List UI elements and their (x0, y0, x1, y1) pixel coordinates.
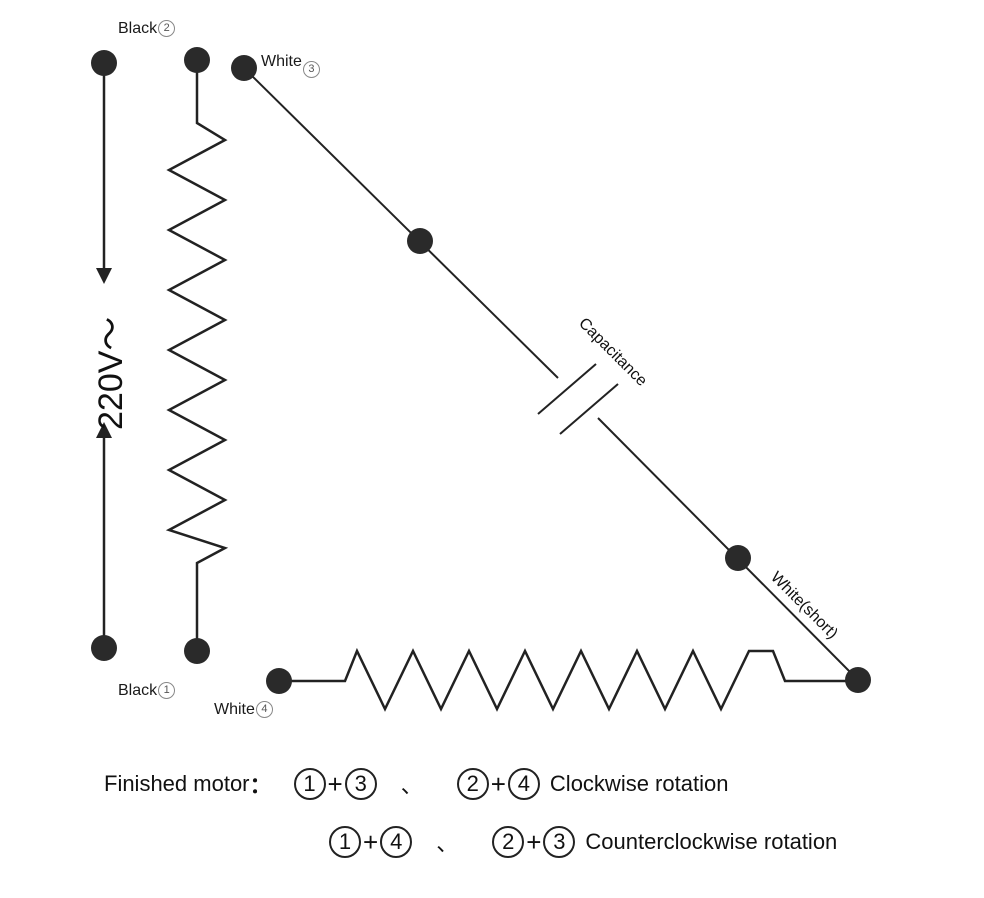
legend-row2-separator: 、 (436, 831, 459, 856)
terminal-label-white4-text: White (214, 701, 255, 718)
capacitor-plate-1 (537, 363, 597, 415)
legend-colon: ： (249, 773, 272, 798)
terminal-dot-white3 (231, 55, 257, 81)
diagonal-wire-upper (243, 67, 559, 379)
legend-row2-num-c: 2 (492, 826, 525, 858)
capacitor-plate-2 (559, 383, 619, 435)
legend-row2-num-b: 4 (380, 826, 413, 858)
terminal-number-2: 2 (158, 20, 176, 38)
capacitance-label: Capacitance (575, 315, 650, 390)
legend-row1-plus-2: + (490, 768, 506, 799)
legend-title: Finished motor (104, 771, 250, 796)
terminal-label-white3-text: White (261, 53, 302, 70)
white-short-label: White(short) (767, 569, 841, 643)
terminal-label-black2-text: Black (118, 20, 158, 37)
legend-row1-num-c: 2 (456, 768, 489, 800)
terminal-number-3: 3 (302, 61, 320, 79)
legend-row2-plus-1: + (363, 826, 379, 857)
voltage-label: 220V～ (92, 317, 130, 430)
terminal-dot-black2 (184, 47, 210, 73)
horizontal-winding (279, 647, 858, 712)
diagonal-wire-lower (597, 417, 859, 681)
terminal-number-4: 4 (255, 701, 273, 719)
junction-dot-upper (407, 228, 433, 254)
legend-row1-separator: 、 (400, 773, 423, 798)
terminal-dot-voltage-top (91, 50, 117, 76)
legend-row2-plus-2: + (526, 826, 542, 857)
legend-row1-plus-1: + (327, 768, 343, 799)
legend-row2-text: Counterclockwise rotation (585, 829, 838, 854)
legend-row1-num-d: 4 (507, 768, 540, 800)
vertical-winding (165, 62, 229, 651)
terminal-dot-white-short (845, 667, 871, 693)
terminal-dot-black1 (184, 638, 210, 664)
terminal-dot-voltage-bottom (91, 635, 117, 661)
voltage-arrow-up-icon (96, 422, 112, 438)
junction-dot-lower (725, 545, 751, 571)
terminal-number-1: 1 (158, 682, 176, 700)
legend-row1-num-a: 1 (293, 768, 326, 800)
voltage-arrow-down-icon (96, 268, 112, 284)
legend-row2-num-d: 3 (543, 826, 576, 858)
terminal-dot-white4 (266, 668, 292, 694)
legend-row2-num-a: 1 (329, 826, 361, 858)
terminal-label-black1-text: Black (118, 682, 158, 699)
legend-row1-num-b: 3 (344, 768, 377, 800)
legend-row1-text: Clockwise rotation (549, 771, 729, 796)
